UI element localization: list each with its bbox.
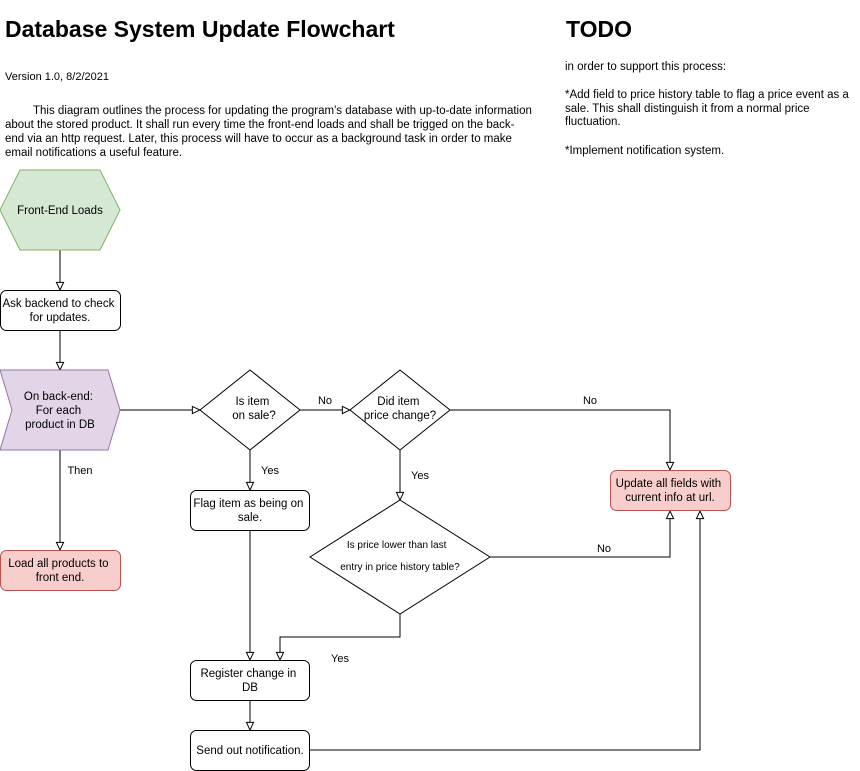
price-lower-label: Is price lower than last entry in price … — [340, 540, 460, 573]
todo-intro: in order to support this process: — [565, 61, 727, 73]
page-title: Database System Update Flowchart — [5, 16, 395, 42]
edge-label-sale-no: No — [318, 395, 332, 407]
update-fields-label: Update all fields with current info at u… — [616, 478, 725, 504]
register-change-label: Register change in DB — [200, 668, 299, 694]
edge-label-change-yes: Yes — [411, 470, 429, 482]
todo-item-2: *Implement notification system. — [565, 145, 725, 157]
price-lower-shape — [309, 499, 491, 615]
is-on-sale-label: Is item on sale? — [232, 396, 275, 422]
send-notification-label: Send out notification. — [196, 745, 303, 757]
load-products-shape — [0, 550, 121, 591]
edge-label-sale-yes: Yes — [261, 465, 279, 477]
edge-label-lower-no: No — [597, 543, 611, 555]
description-text: This diagram outlines the process for up… — [5, 105, 532, 159]
edge-label-lower-yes: Yes — [331, 653, 349, 665]
edge-label-change-no: No — [583, 395, 597, 407]
flag-sale-shape — [190, 490, 310, 531]
edge-label-then: Then — [67, 465, 92, 477]
update-fields-shape — [610, 470, 731, 511]
edge-change-no-to-update — [450, 409, 670, 470]
did-price-change-shape — [349, 369, 451, 451]
on-backend-label: On back-end: For each product in DB — [24, 391, 96, 431]
is-on-sale-shape — [199, 369, 301, 451]
front-end-loads-label: Front-End Loads — [17, 205, 103, 217]
edge-lower-yes-to-register — [280, 614, 401, 660]
ask-backend-shape — [0, 290, 121, 331]
on-backend-shape — [0, 369, 121, 451]
ask-backend-label: Ask backend to check for updates. — [2, 298, 117, 324]
edge-send-to-update — [310, 511, 700, 751]
register-change-shape — [190, 660, 310, 701]
front-end-loads-shape — [0, 169, 121, 251]
edge-lower-no-to-update — [490, 511, 670, 558]
todo-title: TODO — [566, 16, 633, 42]
did-price-change-label: Did item price change? — [364, 396, 436, 422]
todo-item-1: *Add field to price history table to fla… — [565, 89, 849, 128]
version-text: Version 1.0, 8/2/2021 — [5, 71, 109, 83]
flag-sale-label: Flag item as being on sale. — [193, 498, 306, 524]
load-products-label: Load all products to front end. — [8, 558, 112, 584]
